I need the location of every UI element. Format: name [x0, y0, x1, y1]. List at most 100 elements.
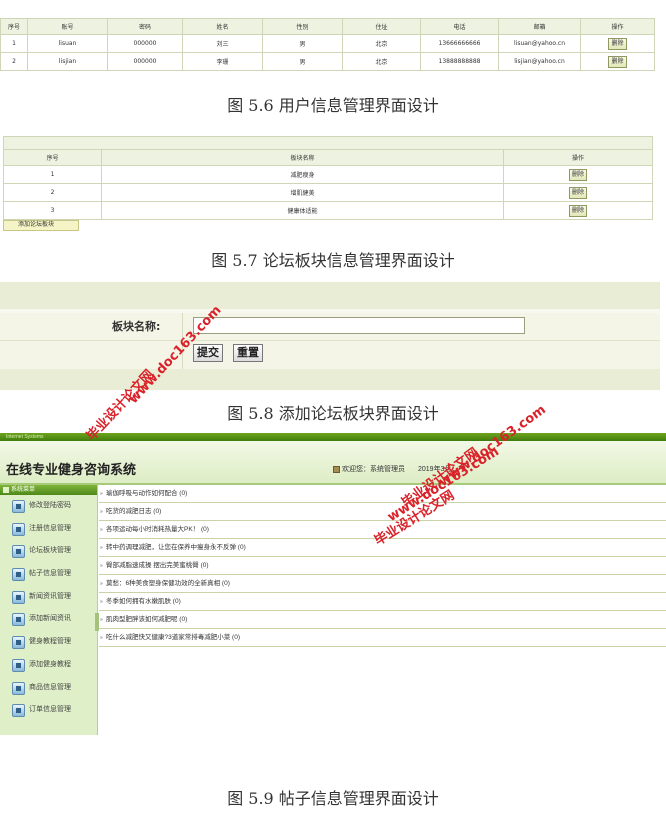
menu-item-icon	[12, 636, 25, 650]
admin-screenshot: Internet Systems 在线专业健身咨询系统 欢迎您：系统管理员 20…	[0, 433, 666, 736]
cell: lisuan	[27, 34, 108, 53]
sidebar-item-label: 修改登陆密码	[29, 502, 71, 509]
menu-item-icon	[12, 545, 25, 559]
board-name-label: 板块名称:	[112, 320, 161, 333]
caption-5-7: 图 5.7 论坛板块信息管理界面设计	[211, 251, 455, 270]
sidebar-item-label: 健身教程管理	[29, 638, 71, 646]
menu-item-icon	[12, 522, 25, 536]
top-strip: Internet Systems	[0, 433, 666, 441]
sidebar-item-label: 添加新闻资讯	[29, 615, 71, 623]
post-title: 吃什么减肥快又健康?3道家常排毒减肥小菜 (0)	[106, 634, 240, 641]
arrow-icon: »	[100, 527, 103, 533]
cell: 1	[3, 165, 102, 184]
form-row-actions	[0, 341, 660, 369]
delete-button[interactable]: 删除	[568, 168, 587, 181]
reset-button[interactable]: 重置	[233, 344, 263, 362]
list-item[interactable]: »莫愁：6种美食塑身保健功效的全新真相 (0)	[99, 575, 666, 593]
sidebar-item-label: 注册信息管理	[29, 524, 71, 532]
delete-button[interactable]: 删除	[608, 55, 627, 68]
cell: 健康体适能	[101, 201, 504, 220]
post-title: 各项运动每小时消耗热量大PK！ (0)	[106, 526, 209, 533]
cell: lisjian	[27, 52, 108, 71]
list-item[interactable]: »转中药调理减肥，让您在保养中瘦身永不反弹 (0)	[99, 539, 666, 557]
menu-item-icon	[12, 590, 25, 604]
arrow-icon: »	[100, 563, 103, 569]
post-title: 转中药调理减肥，让您在保养中瘦身永不反弹 (0)	[106, 544, 246, 551]
list-item[interactable]: »吃货的减肥日志 (0)	[99, 503, 666, 521]
sidebar-item-tutorials[interactable]: 健身教程管理	[0, 631, 97, 654]
date-text: 2019年3月	[418, 466, 452, 473]
sidebar-item-label: 新闻资讯管理	[29, 592, 71, 600]
arrow-icon: »	[100, 509, 103, 515]
submit-button[interactable]: 提交	[193, 344, 223, 362]
arrow-icon: »	[100, 491, 103, 497]
cell: 北京	[342, 34, 421, 53]
menu-item-icon	[12, 658, 25, 672]
sidebar-item-add-tutorial[interactable]: 添加健身教程	[0, 654, 97, 677]
menu-item-icon	[12, 681, 25, 695]
menu-item-icon	[12, 500, 25, 513]
list-item[interactable]: »肌肉型肥胖该如何减肥呢 (0)	[99, 611, 666, 629]
sidebar-collapse-handle[interactable]	[95, 613, 99, 631]
caption-5-9: 图 5.9 帖子信息管理界面设计	[227, 789, 439, 808]
cell: 13888888888	[420, 52, 499, 71]
cell: 删除	[503, 183, 653, 202]
list-item[interactable]: »瑜伽呼吸与动作如何配合 (0)	[99, 485, 666, 503]
delete-button[interactable]: 删除	[608, 37, 627, 50]
welcome-text: 欢迎您：系统管理员	[333, 464, 405, 474]
user-table-header: 序号 账号 密码 姓名 性别 住址 电话 邮箱 操作	[0, 18, 655, 35]
form-header-band	[0, 282, 660, 309]
cell: 删除	[580, 34, 655, 53]
list-item[interactable]: »吃什么减肥快又健康?3道家常排毒减肥小菜 (0)	[99, 629, 666, 647]
add-forum-board-button[interactable]: 添加论坛板块	[3, 220, 79, 231]
table-row: 2 增肌健美 删除	[3, 183, 653, 202]
sidebar-item-posts[interactable]: 帖子信息管理	[0, 563, 97, 586]
form-footer-band	[0, 369, 660, 390]
welcome-label: 欢迎您：系统管理员	[342, 466, 405, 473]
cell: 刘三	[182, 34, 263, 53]
col-board-name: 板块名称	[101, 149, 504, 166]
delete-button[interactable]: 删除	[568, 186, 587, 199]
caption-5-6: 图 5.6 用户信息管理界面设计	[227, 96, 439, 115]
board-name-input[interactable]	[193, 317, 525, 334]
col-action: 操作	[503, 149, 653, 166]
cell: 减肥瘦身	[101, 165, 504, 184]
col-password: 密码	[107, 18, 183, 35]
list-item[interactable]: »各项运动每小时消耗热量大PK！ (0)	[99, 521, 666, 539]
sidebar-item-news[interactable]: 新闻资讯管理	[0, 586, 97, 609]
menu-item-icon	[12, 704, 25, 718]
sidebar-item-add-news[interactable]: 添加新闻资讯	[0, 608, 97, 631]
col-index: 序号	[0, 18, 28, 35]
cell: 删除	[503, 201, 653, 220]
sidebar-item-change-password[interactable]: 修改登陆密码	[0, 495, 97, 518]
post-title: 冬季如何拥有水嫩肌肤 (0)	[106, 598, 181, 605]
cell: 3	[3, 201, 102, 220]
cell: 北京	[342, 52, 421, 71]
sidebar-item-forum-boards[interactable]: 论坛板块管理	[0, 540, 97, 563]
sidebar-item-orders[interactable]: 订单信息管理	[0, 699, 97, 722]
form-spacer	[0, 309, 660, 313]
sidebar-item-label: 帖子信息管理	[29, 570, 71, 578]
arrow-icon: »	[100, 545, 103, 551]
forum-table: 序号 板块名称 操作 1 减肥瘦身 删除 2 增肌健美 删除 3 健康体适能 删…	[3, 149, 653, 220]
table-row: 1 lisuan 000000 刘三 男 北京 13666666666 lisu…	[0, 34, 655, 53]
cell: 000000	[107, 34, 183, 53]
post-list: »瑜伽呼吸与动作如何配合 (0) »吃货的减肥日志 (0) »各项运动每小时消耗…	[99, 485, 666, 735]
system-title: 在线专业健身咨询系统	[6, 463, 137, 478]
sidebar-item-products[interactable]: 商品信息管理	[0, 677, 97, 700]
cell: lisjian@yahoo.cn	[498, 52, 581, 71]
post-title: 瑜伽呼吸与动作如何配合 (0)	[106, 490, 188, 497]
admin-header: 在线专业健身咨询系统 欢迎您：系统管理员 2019年3月	[0, 441, 666, 485]
delete-button[interactable]: 删除	[568, 204, 587, 217]
post-title: 吃货的减肥日志 (0)	[106, 508, 162, 515]
list-item[interactable]: »臀部减脂速成操 摆出完美蜜桃臀 (0)	[99, 557, 666, 575]
table-row: 3 健康体适能 删除	[3, 201, 653, 220]
post-title: 莫愁：6种美食塑身保健功效的全新真相 (0)	[106, 580, 230, 587]
list-item[interactable]: »冬季如何拥有水嫩肌肤 (0)	[99, 593, 666, 611]
sidebar-item-registration[interactable]: 注册信息管理	[0, 518, 97, 541]
arrow-icon: »	[100, 635, 103, 641]
sidebar-item-label: 论坛板块管理	[29, 547, 71, 555]
sidebar-item-label: 添加健身教程	[29, 660, 71, 668]
table-top-bar	[3, 136, 653, 149]
cell: 2	[0, 52, 28, 71]
